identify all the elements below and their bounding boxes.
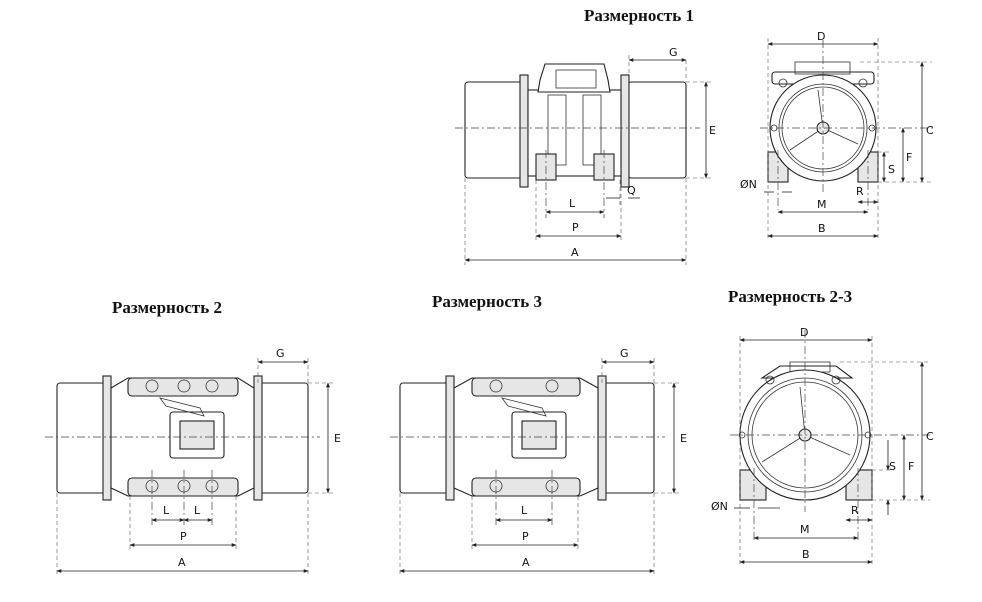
dim-label-P: P <box>522 530 529 543</box>
title-size-1: Размерность 1 <box>584 6 694 25</box>
dim-label-L: L <box>521 504 528 517</box>
dim-label-P: P <box>572 221 579 234</box>
dim-label-L: L <box>194 504 201 517</box>
dim-label-E: E <box>709 124 716 137</box>
dim-label-R: R <box>851 504 859 517</box>
dim-label-G: G <box>669 46 678 59</box>
dim-label-D: D <box>817 30 825 43</box>
size1-side-view <box>455 55 712 265</box>
dim-label-R: R <box>856 185 864 198</box>
dim-label-M: M <box>800 523 810 536</box>
dim-label-P: P <box>180 530 187 543</box>
dim-label-D: D <box>800 326 808 339</box>
dim-label-E: E <box>680 432 687 445</box>
dim-label-A: A <box>178 556 186 569</box>
title-size-2-3: Размерность 2-3 <box>728 287 853 306</box>
dim-label-A: A <box>571 246 579 259</box>
dim-label-S: S <box>889 460 896 473</box>
dim-label-C: C <box>926 430 934 443</box>
size2-side-view <box>45 358 335 576</box>
size23-end-view <box>730 330 930 566</box>
dim-label-N: ØN <box>711 500 728 513</box>
dim-label-C: C <box>926 124 934 137</box>
title-size-2: Размерность 2 <box>112 298 222 317</box>
dim-label-L: L <box>163 504 170 517</box>
dim-label-F: F <box>906 151 912 164</box>
dim-label-N: ØN <box>740 178 757 191</box>
dim-label-B: B <box>818 222 826 235</box>
title-size-3: Размерность 3 <box>432 292 542 311</box>
size3-side-view <box>390 358 680 576</box>
dim-label-B: B <box>802 548 810 561</box>
dim-label-G: G <box>276 347 285 360</box>
dim-label-M: M <box>817 198 827 211</box>
dim-label-Q: Q <box>627 184 636 197</box>
size1-end-view <box>760 38 935 240</box>
dim-label-F: F <box>908 460 914 473</box>
dim-label-A: A <box>522 556 530 569</box>
dim-label-E: E <box>334 432 341 445</box>
dim-label-S: S <box>888 163 895 176</box>
dim-label-G: G <box>620 347 629 360</box>
dim-label-L: L <box>569 197 576 210</box>
